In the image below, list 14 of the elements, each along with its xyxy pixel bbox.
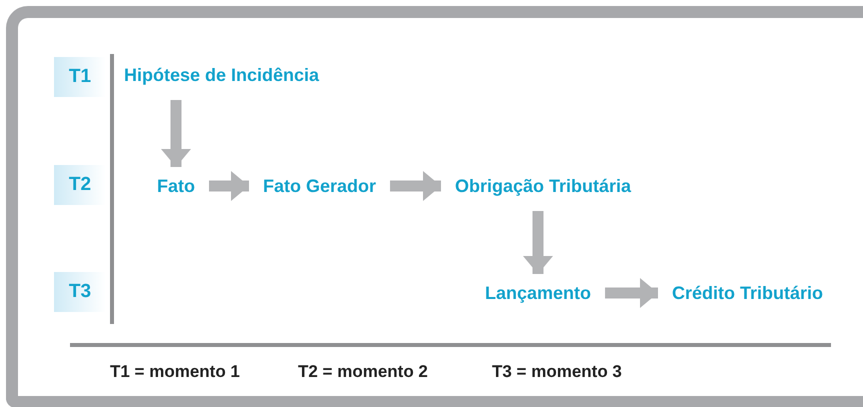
- block-arrow: [161, 100, 191, 167]
- concept-text: Crédito Tributário: [672, 282, 824, 304]
- legend-note: T3 = momento 3: [492, 362, 622, 382]
- concept-text: Fato: [157, 175, 195, 197]
- block-arrow: [209, 171, 249, 201]
- legend-note: T2 = momento 2: [298, 362, 428, 382]
- concept-text: Lançamento: [485, 282, 592, 304]
- legend-note: T1 = momento 1: [110, 362, 240, 382]
- concept-text: Obrigação Tributária: [455, 175, 632, 197]
- concept-text: Hipótese de Incidência: [124, 64, 320, 86]
- block-arrow: [523, 211, 553, 274]
- block-arrow: [605, 278, 658, 308]
- block-arrow: [390, 171, 441, 201]
- concept-text: Fato Gerador: [263, 175, 376, 197]
